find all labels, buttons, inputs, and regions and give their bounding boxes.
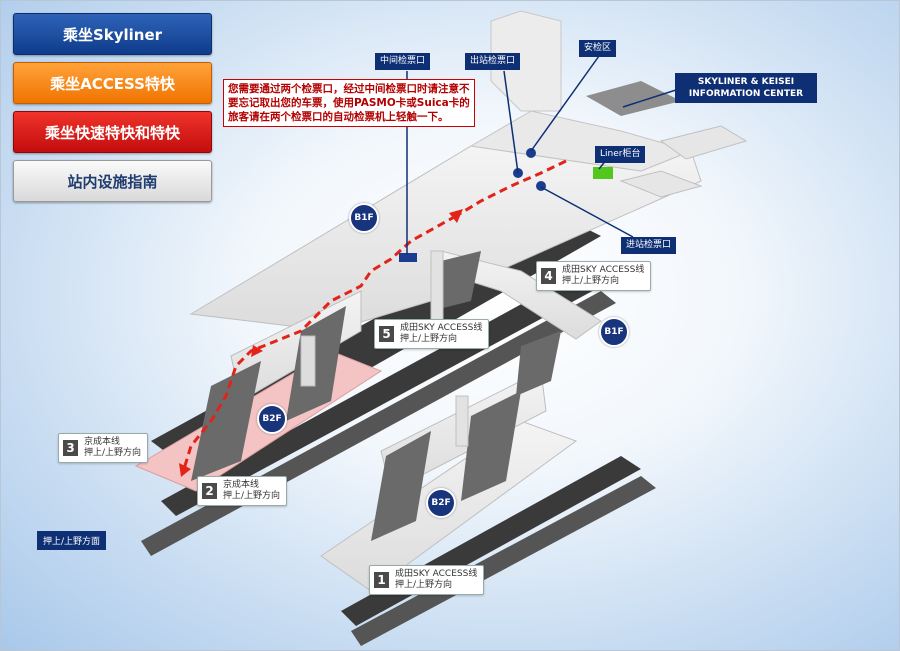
platform-line: 京成本线 [223,480,260,490]
rapid-limited-express-button[interactable]: 乘坐快速特快和特快 [13,111,212,153]
info-center-line1: SKYLINER & KEISEI [697,77,795,87]
route-path [179,159,567,477]
platform-direction: 押上/上野方向 [223,491,281,501]
platform-number: 4 [541,268,556,284]
floor-badge-b1f: B1F [349,203,379,233]
direction-tag: 押上/上野方面 [37,531,107,550]
platform-5-label: 5 成田SKY ACCESS线押上/上野方向 [374,319,490,349]
access-express-button[interactable]: 乘坐ACCESS特快 [13,62,212,104]
platform-direction: 押上/上野方向 [84,448,142,458]
info-center-label: SKYLINER & KEISEI INFORMATION CENTER [675,73,817,103]
facilities-guide-button[interactable]: 站内设施指南 [13,160,212,202]
platform-number: 5 [379,326,394,342]
skyliner-button[interactable]: 乘坐Skyliner [13,13,212,55]
floor-badge-b2f: B2F [426,488,456,518]
platform-number: 1 [374,572,389,588]
floor-badge-b1f: B1F [599,317,629,347]
platform-number: 2 [202,483,217,499]
platform-3-label: 3 京成本线押上/上野方向 [58,433,149,463]
platform-number: 3 [63,440,78,456]
platform-line: 成田SKY ACCESS线 [400,323,483,333]
platform-line: 京成本线 [84,437,121,447]
b1f-concourse [189,10,748,340]
info-center-line2: INFORMATION CENTER [688,89,804,99]
floor-badge-b2f: B2F [257,404,287,434]
exit-gate-label: 出站检票口 [465,53,521,70]
platform-direction: 押上/上野方向 [395,580,453,590]
security-label: 安检区 [579,40,617,57]
platform-line: 成田SKY ACCESS线 [562,265,645,275]
platform-line: 成田SKY ACCESS线 [395,569,478,579]
liner-counter-label: Liner柜台 [595,146,646,163]
middle-gate-label: 中间检票口 [375,53,431,70]
platform-2-label: 2 京成本线押上/上野方向 [197,476,288,506]
pillars [300,250,469,447]
entry-gate-label: 进站检票口 [621,237,677,254]
platform-1-label: 1 成田SKY ACCESS线押上/上野方向 [369,565,485,595]
platform-direction: 押上/上野方向 [400,334,458,344]
platform-4-label: 4 成田SKY ACCESS线押上/上野方向 [536,261,652,291]
gate-notice: 您需要通过两个检票口，经过中间检票口时请注意不要忘记取出您的车票，使用PASMO… [223,79,475,127]
platform-direction: 押上/上野方向 [562,276,620,286]
